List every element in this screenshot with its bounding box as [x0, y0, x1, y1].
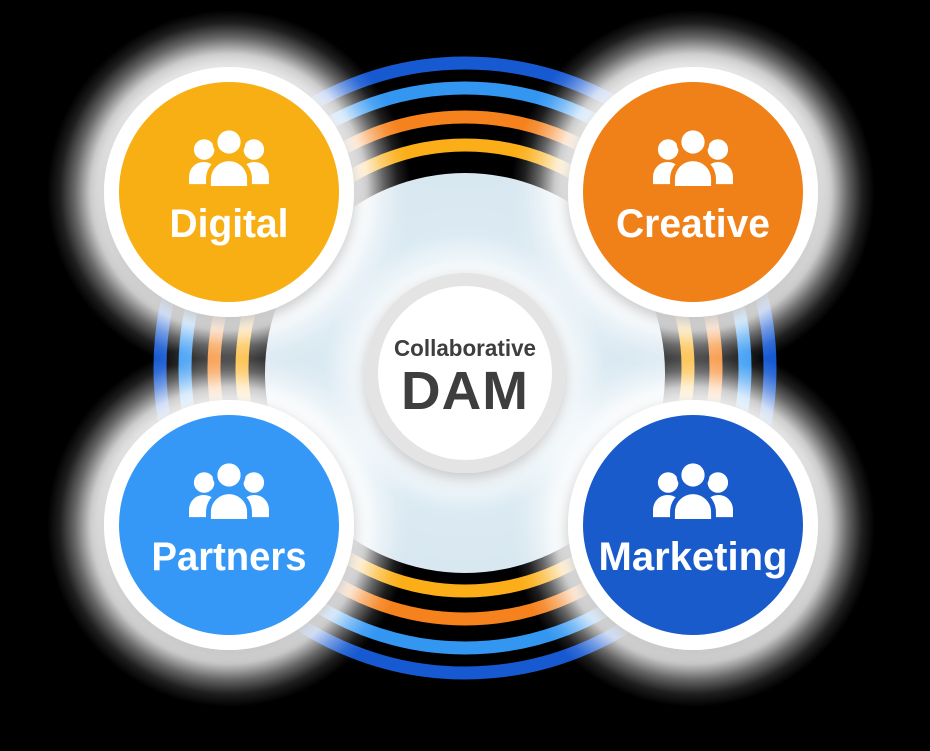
node-marketing-label: Marketing [599, 535, 788, 579]
center-title: DAM [401, 361, 529, 421]
center-circle [378, 286, 552, 460]
node-partners: Partners [47, 343, 411, 707]
node-creative: Creative [511, 10, 875, 374]
node-partners-circle [119, 415, 339, 635]
node-creative-circle [583, 82, 803, 302]
node-digital-label: Digital [170, 202, 289, 246]
node-marketing: Marketing [511, 343, 875, 707]
node-marketing-circle [583, 415, 803, 635]
node-digital: Digital [47, 10, 411, 374]
node-digital-circle [119, 82, 339, 302]
node-creative-label: Creative [616, 202, 770, 246]
node-partners-label: Partners [152, 535, 307, 579]
center-subtitle: Collaborative [394, 335, 536, 361]
